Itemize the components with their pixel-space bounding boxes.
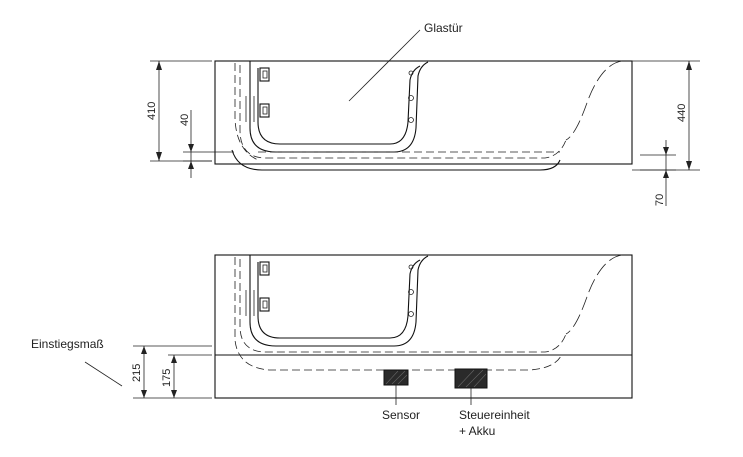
sensor-block: [383, 369, 409, 386]
bottom-screw-1: [408, 264, 414, 270]
bottom-dashed-inner: [239, 259, 567, 353]
dimension-440: 440: [632, 60, 700, 171]
top-door-outer: [249, 61, 429, 153]
dim-440-text: 440: [676, 104, 688, 122]
top-elevation: [214, 60, 633, 171]
bottom-tub-outline: [214, 254, 633, 399]
dim-410-text: 410: [146, 102, 158, 120]
top-screw-3: [408, 70, 414, 76]
bottom-elevation: [214, 254, 633, 405]
glass-door-leader: [348, 29, 421, 102]
top-door-inner: [257, 65, 421, 145]
glass-door-label: Glastür: [424, 21, 463, 35]
bottom-hinge-lower-inner: [262, 300, 268, 309]
control-unit-label-1: Steuereinheit: [459, 408, 530, 422]
top-hinge-lower: [259, 103, 270, 118]
top-hinge-lower-inner: [262, 106, 268, 115]
top-hinge-upper-inner: [262, 70, 268, 79]
dim-70-text: 70: [654, 194, 666, 206]
dimension-70: 70: [640, 140, 676, 206]
bottom-screw-3: [408, 311, 414, 317]
bottom-screw-2: [408, 289, 414, 295]
dimension-175: 175: [161, 354, 212, 398]
dimension-215: 215: [131, 345, 212, 399]
top-hinge-upper: [259, 67, 270, 82]
top-dashed-left: [234, 63, 259, 161]
top-dashed-inner: [239, 65, 567, 159]
dimension-40: 40: [179, 110, 234, 178]
bottom-dashed-left: [234, 257, 563, 371]
top-screw-1: [408, 95, 414, 101]
top-tub-base-curve: [231, 149, 561, 171]
top-tub-outline: [214, 60, 633, 165]
bottom-hinge-upper: [259, 261, 270, 276]
bottom-dashed-right: [565, 254, 623, 335]
top-dashed-right: [565, 60, 623, 141]
bottom-door-inner: [257, 259, 421, 339]
dim-215-text: 215: [131, 364, 143, 382]
control-unit-block: [454, 368, 488, 389]
dimension-410: 410: [146, 60, 212, 162]
sensor-label: Sensor: [382, 408, 420, 422]
dim-175-text: 175: [161, 369, 173, 387]
dim-40-text: 40: [179, 114, 191, 126]
entry-height-label: Einstiegsmaß: [31, 337, 104, 351]
bottom-door-outer: [249, 255, 429, 347]
control-unit-label-2: + Akku: [459, 424, 495, 438]
bottom-hinge-lower: [259, 297, 270, 312]
bottom-hinge-upper-inner: [262, 264, 268, 273]
top-screw-2: [408, 117, 414, 123]
entry-height-leader: [84, 361, 123, 387]
